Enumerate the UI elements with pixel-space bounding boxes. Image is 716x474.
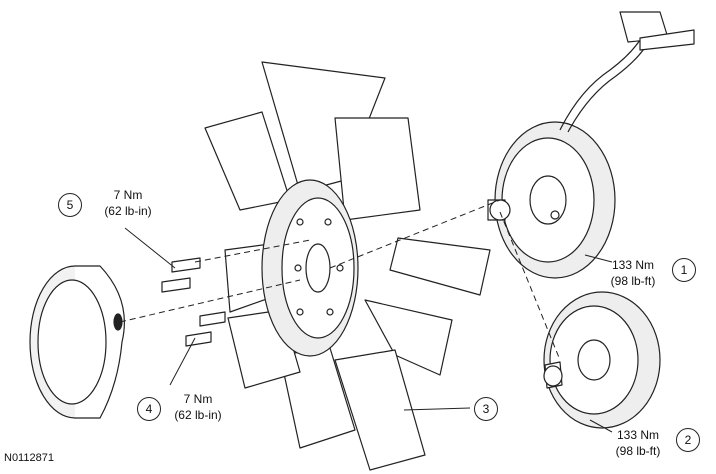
- bolt-upper-pair: [161, 257, 201, 293]
- torque-label-1-metric: 133 Nm: [611, 258, 655, 272]
- callout-number-3: 3: [474, 397, 498, 421]
- bolt-lower-pair: [185, 311, 226, 347]
- torque-label-2-metric: 133 Nm: [616, 428, 660, 442]
- torque-label-4-metric: 7 Nm: [183, 392, 213, 406]
- wiring-harness: [559, 39, 647, 133]
- callout-number-2: 2: [676, 428, 700, 452]
- torque-label-1-imperial: (98 lb-ft): [610, 274, 656, 288]
- torque-label-4-imperial: (62 lb-in): [174, 408, 222, 422]
- torque-label-2-imperial: (98 lb-ft): [615, 444, 661, 458]
- torque-label-5-metric: 7 Nm: [113, 188, 143, 202]
- fan-hub: [261, 179, 359, 357]
- leader-lines: [119, 199, 613, 433]
- callout-number-4: 4: [137, 397, 161, 421]
- document-id: N0112871: [4, 452, 54, 464]
- electrical-connector: [619, 11, 695, 51]
- fan-clutch-lower: [543, 291, 661, 429]
- callout-number-5: 5: [58, 193, 82, 217]
- callout-number-1: 1: [672, 258, 696, 282]
- torque-label-5-imperial: (62 lb-in): [104, 204, 152, 218]
- fan-clutch-upper: [487, 121, 616, 279]
- fan-blade-assembly: [204, 61, 491, 471]
- fan-shroud-ring: [29, 265, 125, 419]
